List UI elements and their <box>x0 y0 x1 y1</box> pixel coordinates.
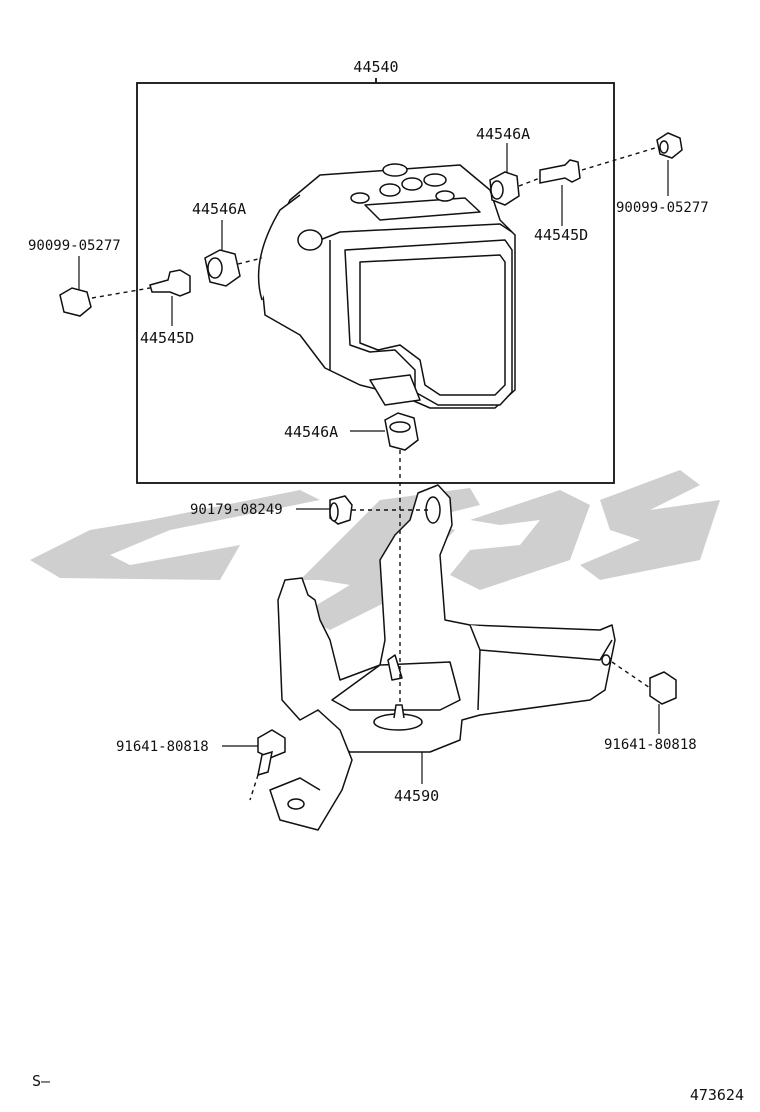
label-stud-top-right: 44545D <box>534 226 588 244</box>
figure-number: 473624 <box>689 1086 744 1104</box>
assembly-box <box>136 78 615 484</box>
label-sleeve-bottom: 44546A <box>284 423 338 441</box>
page-code-left: S– <box>32 1072 51 1090</box>
label-stud-left: 44545D <box>140 329 194 347</box>
leader-lines <box>78 143 669 784</box>
mounting-bracket <box>269 484 616 831</box>
label-bracket: 44590 <box>394 787 439 805</box>
label-sleeve-top-right: 44546A <box>476 125 530 143</box>
label-nut-top-right: 90099-05277 <box>616 200 709 216</box>
fastener-parts <box>59 132 683 777</box>
label-nut-left: 90099-05277 <box>28 238 121 254</box>
label-grommet: 90179-08249 <box>190 502 283 518</box>
label-assembly: 44540 <box>353 58 398 76</box>
alignment-lines <box>91 147 656 801</box>
label-sleeve-left: 44546A <box>192 200 246 218</box>
label-bolt-left: 91641-80818 <box>116 739 209 755</box>
callout-labels: 44540 44546A 90099-05277 44545D 44546A 9… <box>28 58 709 805</box>
abs-actuator-unit <box>257 163 516 409</box>
watermark-logo <box>30 470 720 630</box>
label-bolt-right: 91641-80818 <box>604 737 697 753</box>
